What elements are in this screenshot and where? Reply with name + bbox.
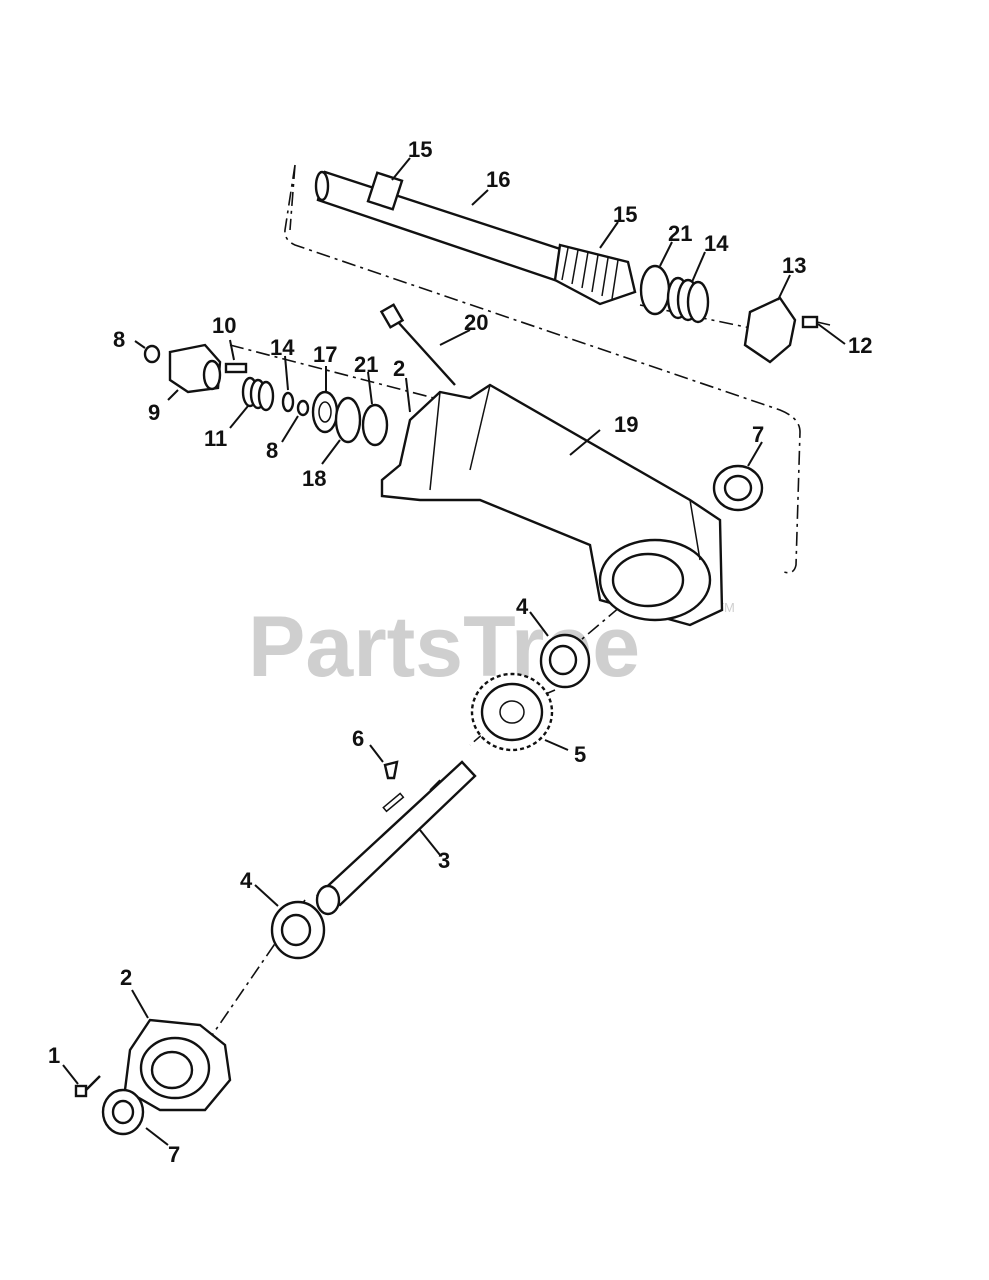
callout-14-left: 14 [270,335,295,360]
callout-21-upper: 21 [668,221,692,246]
callout-5: 5 [574,742,586,767]
part-4-bearing-lower [270,900,326,960]
callout-1: 1 [48,1043,60,1068]
part-13-cover-plate [743,296,797,364]
part-19-gear-housing [380,383,724,627]
part-17-gear [311,390,339,434]
callout-6: 6 [352,726,364,751]
part-14-spring-upper [666,276,710,324]
part-8-oring-mid [296,399,310,417]
callout-8-mid: 8 [266,438,278,463]
callout-2-upper: 2 [393,356,405,381]
part-9-coupler [168,343,222,394]
part-1-bolt [74,1075,101,1098]
part-18-snap-ring [334,396,362,444]
callout-4-lower: 4 [240,868,253,893]
callout-15-top: 15 [408,137,432,162]
callout-13: 13 [782,253,806,278]
callout-7-upper: 7 [752,422,764,447]
assembly-group-outline [284,164,801,574]
callout-16: 16 [486,167,510,192]
leader-lines [62,157,846,1146]
callout-3: 3 [438,848,450,873]
callout-15-worm: 15 [613,202,637,227]
part-21-ring-left [361,403,389,447]
part-12-screw [801,315,831,329]
callout-18: 18 [302,466,326,491]
callout-19: 19 [614,412,638,437]
part-3-shaft [315,760,477,916]
callout-14-upper: 14 [704,231,729,256]
part-14-washer-left [281,391,295,413]
callout-2-lower: 2 [120,965,132,990]
part-7-bearing-lower [101,1088,145,1136]
part-6-key [383,760,399,780]
part-4-bearing-upper [539,633,591,689]
part-11-spring [241,376,275,412]
part-21-ring-upper [639,264,671,316]
callout-9: 9 [148,400,160,425]
part-7-bearing-upper [712,464,764,512]
part-5-gear [470,672,554,752]
callout-labels: 15 16 15 21 14 13 12 20 8 10 14 17 21 2 … [48,137,872,1167]
part-16-worm-shaft [314,170,637,306]
callout-7-lower: 7 [168,1142,180,1167]
callout-20: 20 [464,310,488,335]
callout-21-left: 21 [354,352,378,377]
callout-10: 10 [212,313,236,338]
part-8-oring-left [143,344,161,364]
callout-17: 17 [313,342,337,367]
callout-11: 11 [204,426,227,451]
part-20-pin [379,303,456,386]
callout-8-left: 8 [113,327,125,352]
part-2-end-cap-lower [123,1018,232,1112]
callout-4-upper: 4 [516,594,529,619]
callout-12: 12 [848,333,872,358]
part-10-pin [224,362,248,374]
